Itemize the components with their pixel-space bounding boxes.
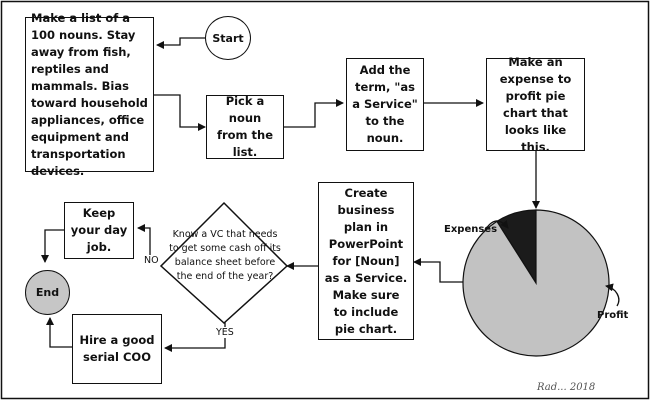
no-label: NO bbox=[143, 255, 160, 266]
expenses-label: Expenses bbox=[444, 224, 498, 235]
edge-list-to-pick bbox=[153, 94, 206, 131]
start-label: Start bbox=[212, 31, 244, 45]
keep-job-text: Keep your day job. bbox=[70, 206, 128, 254]
list-nouns-text: Make a list of a 100 nouns. Stay away fr… bbox=[31, 10, 148, 178]
yes-label: YES bbox=[215, 327, 235, 338]
pie-slice-profit bbox=[462, 209, 610, 357]
pie-instruction-text: Make an expense to profit pie chart that… bbox=[499, 54, 572, 154]
decision-text: Know a VC that needs to get some cash of… bbox=[169, 229, 281, 282]
end-label: End bbox=[35, 286, 60, 299]
pick-noun-text: Pick a noun from the list. bbox=[216, 94, 274, 159]
decision-diamond bbox=[159, 201, 289, 325]
list-nouns-box: Make a list of a 100 nouns. Stay away fr… bbox=[25, 11, 154, 178]
profit-callout-arrow bbox=[605, 283, 620, 307]
pick-noun-box: Pick a noun from the list. bbox=[206, 94, 284, 159]
business-plan-box: Create business plan in PowerPoint for [… bbox=[318, 182, 414, 340]
hire-coo-box: Hire a good serial COO bbox=[72, 314, 162, 384]
start-node: Start bbox=[205, 16, 251, 60]
edge-pie-to-plan bbox=[413, 258, 463, 283]
end-node: End bbox=[25, 270, 70, 315]
expenses-callout-arrow bbox=[483, 220, 509, 233]
add-term-box: Add the term, "as a Service" to the noun… bbox=[346, 58, 424, 151]
pie-instruction-box: Make an expense to profit pie chart that… bbox=[486, 55, 585, 154]
edge-pick-to-add bbox=[284, 99, 344, 128]
edge-start-to-list bbox=[156, 37, 205, 49]
profit-label: Profit bbox=[597, 310, 629, 321]
edge-hire-to-end bbox=[46, 317, 72, 348]
add-term-text: Add the term, "as a Service" to the noun… bbox=[352, 63, 418, 145]
artist-signature: Rad... 2018 bbox=[537, 382, 596, 393]
keep-job-box: Keep your day job. bbox=[64, 202, 134, 259]
business-plan-text: Create business plan in PowerPoint for [… bbox=[324, 185, 408, 336]
edge-keepjob-to-end bbox=[41, 229, 64, 263]
hire-coo-text: Hire a good serial COO bbox=[79, 333, 155, 364]
